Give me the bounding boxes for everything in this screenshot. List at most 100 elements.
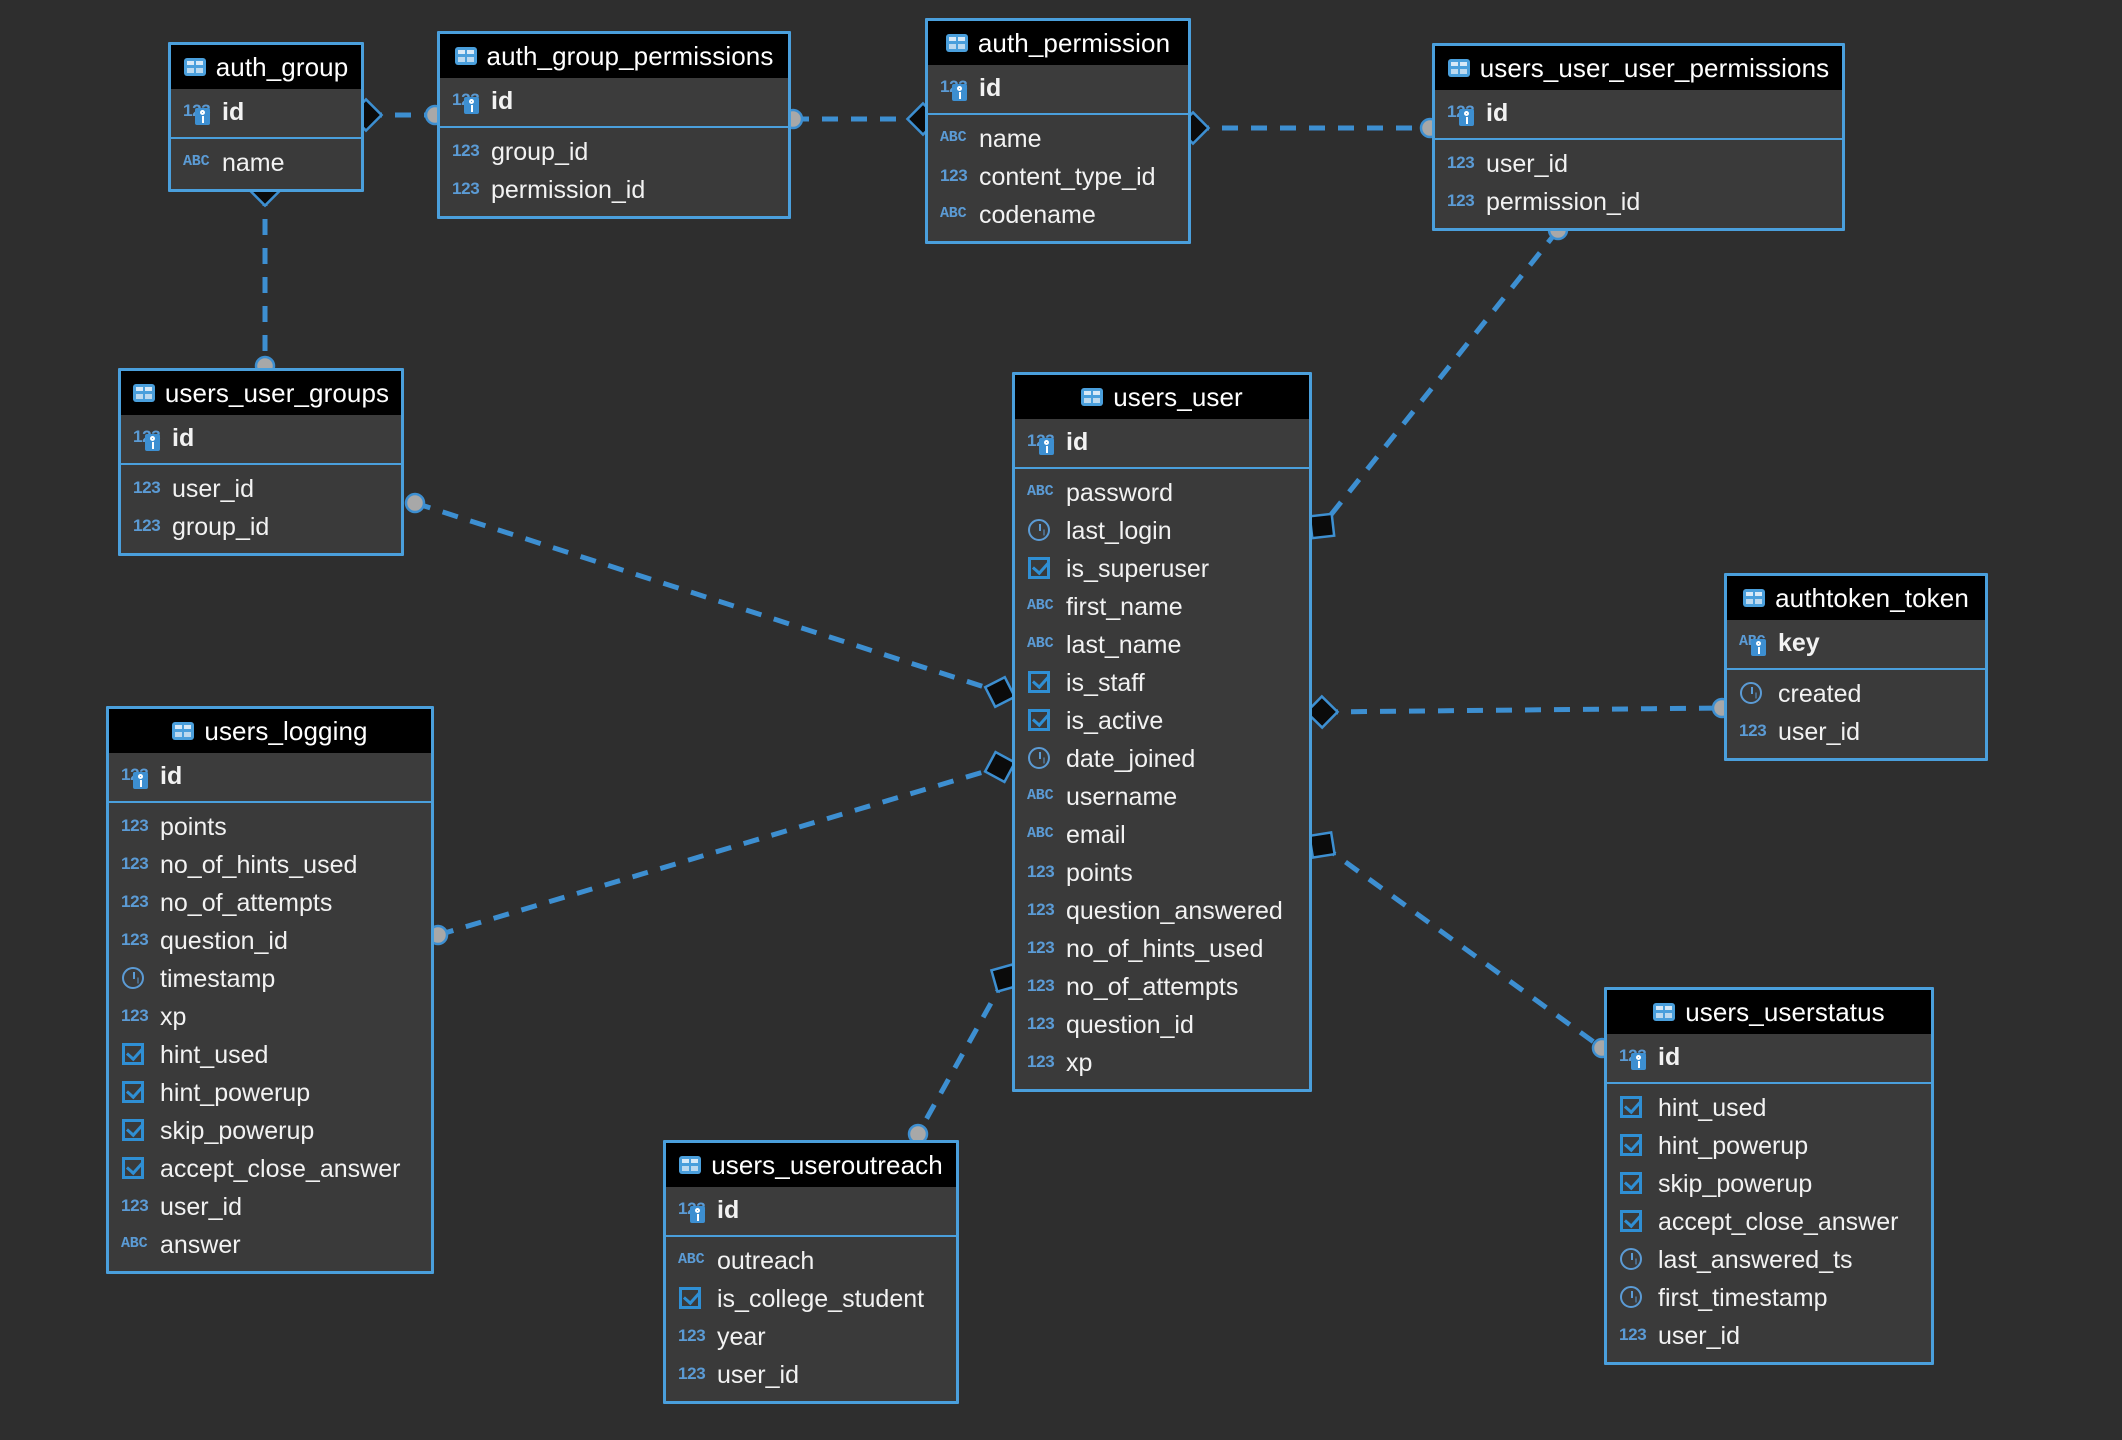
column-row[interactable]: date_joined bbox=[1015, 740, 1309, 778]
column-row[interactable]: skip_powerup bbox=[1607, 1165, 1931, 1203]
primary-key-row[interactable]: 123id bbox=[1607, 1038, 1931, 1076]
column-name: timestamp bbox=[160, 964, 276, 993]
relationship-edge[interactable] bbox=[427, 750, 1017, 946]
relationship-line bbox=[1320, 842, 1604, 1051]
table-auth_permission[interactable]: auth_permission 123idABCname123content_ty… bbox=[925, 18, 1191, 244]
relationship-edge[interactable] bbox=[247, 172, 283, 377]
column-row[interactable]: last_answered_ts bbox=[1607, 1241, 1931, 1279]
table-header[interactable]: auth_permission bbox=[928, 21, 1188, 65]
column-row[interactable]: hint_used bbox=[109, 1036, 431, 1074]
relationship-edge[interactable] bbox=[1308, 219, 1569, 540]
table-header[interactable]: authtoken_token bbox=[1727, 576, 1985, 620]
relationship-edge[interactable] bbox=[907, 962, 1021, 1145]
table-header[interactable]: users_user_user_permissions bbox=[1435, 46, 1842, 90]
relationship-edge[interactable] bbox=[1175, 110, 1441, 146]
primary-key-row[interactable]: 123id bbox=[121, 419, 401, 457]
relationship-edge[interactable] bbox=[782, 101, 941, 137]
primary-key-row[interactable]: 123id bbox=[928, 69, 1188, 107]
table-header[interactable]: auth_group_permissions bbox=[440, 34, 788, 78]
column-row[interactable]: accept_close_answer bbox=[109, 1150, 431, 1188]
column-row[interactable]: is_active bbox=[1015, 702, 1309, 740]
column-row[interactable]: accept_close_answer bbox=[1607, 1203, 1931, 1241]
column-row[interactable]: is_staff bbox=[1015, 664, 1309, 702]
relationship-edge[interactable] bbox=[1307, 830, 1613, 1059]
datetime-type-icon bbox=[1027, 745, 1057, 773]
table-users_user_user_permissions[interactable]: users_user_user_permissions 123id 123user_… bbox=[1432, 43, 1845, 231]
relationship-edge[interactable] bbox=[404, 492, 1017, 709]
column-row[interactable]: is_college_student bbox=[666, 1280, 956, 1318]
primary-key-row[interactable]: ABCkey bbox=[1727, 624, 1985, 662]
primary-key-row[interactable]: 123id bbox=[666, 1191, 956, 1229]
table-header[interactable]: users_user bbox=[1015, 375, 1309, 419]
relationship-edge[interactable] bbox=[1304, 694, 1733, 730]
table-users_user[interactable]: users_user123idABCpasswordlast_loginis_s… bbox=[1012, 372, 1312, 1092]
relationship-diamond-endpoint bbox=[983, 675, 1017, 709]
relationship-edge[interactable] bbox=[348, 97, 446, 133]
table-name: auth_group bbox=[215, 51, 349, 82]
table-auth_group[interactable]: auth_group 123idABCname bbox=[168, 42, 364, 192]
table-users_useroutreach[interactable]: users_useroutreach 123idABCoutreachis_col… bbox=[663, 1140, 959, 1404]
column-row[interactable]: first_timestamp bbox=[1607, 1279, 1931, 1317]
table-header[interactable]: users_useroutreach bbox=[666, 1143, 956, 1187]
table-header[interactable]: users_userstatus bbox=[1607, 990, 1931, 1034]
primary-key-row[interactable]: 123id bbox=[171, 93, 361, 131]
column-row[interactable]: last_login bbox=[1015, 512, 1309, 550]
int-type-icon: 123 bbox=[452, 141, 480, 160]
column-row[interactable]: skip_powerup bbox=[109, 1112, 431, 1150]
table-header[interactable]: users_logging bbox=[109, 709, 431, 753]
column-row[interactable]: hint_powerup bbox=[109, 1074, 431, 1112]
table-header[interactable]: users_user_groups bbox=[121, 371, 401, 415]
primary-key-row[interactable]: 123id bbox=[1435, 94, 1842, 132]
table-auth_group_permissions[interactable]: auth_group_permissions 123id 123group_id12… bbox=[437, 31, 791, 219]
table-users_userstatus[interactable]: users_userstatus 123id hint_usedhint_power… bbox=[1604, 987, 1934, 1365]
primary-key-row[interactable]: 123id bbox=[1015, 423, 1309, 461]
primary-key-row[interactable]: 123id bbox=[109, 757, 431, 795]
column-name: user_id bbox=[1658, 1321, 1740, 1350]
column-row[interactable]: is_superuser bbox=[1015, 550, 1309, 588]
table-users_logging[interactable]: users_logging 123id 123points123no_of_hint… bbox=[106, 706, 434, 1274]
boolean-type-icon bbox=[1619, 1170, 1649, 1198]
primary-key-row[interactable]: 123id bbox=[440, 82, 788, 120]
column-row[interactable]: hint_powerup bbox=[1607, 1127, 1931, 1165]
table-header[interactable]: auth_group bbox=[171, 45, 361, 89]
column-row[interactable]: created bbox=[1727, 675, 1985, 713]
column-row[interactable]: timestamp bbox=[109, 960, 431, 998]
table-users_user_groups[interactable]: users_user_groups 123id 123user_id123group… bbox=[118, 368, 404, 556]
column-row[interactable]: hint_used bbox=[1607, 1089, 1931, 1127]
